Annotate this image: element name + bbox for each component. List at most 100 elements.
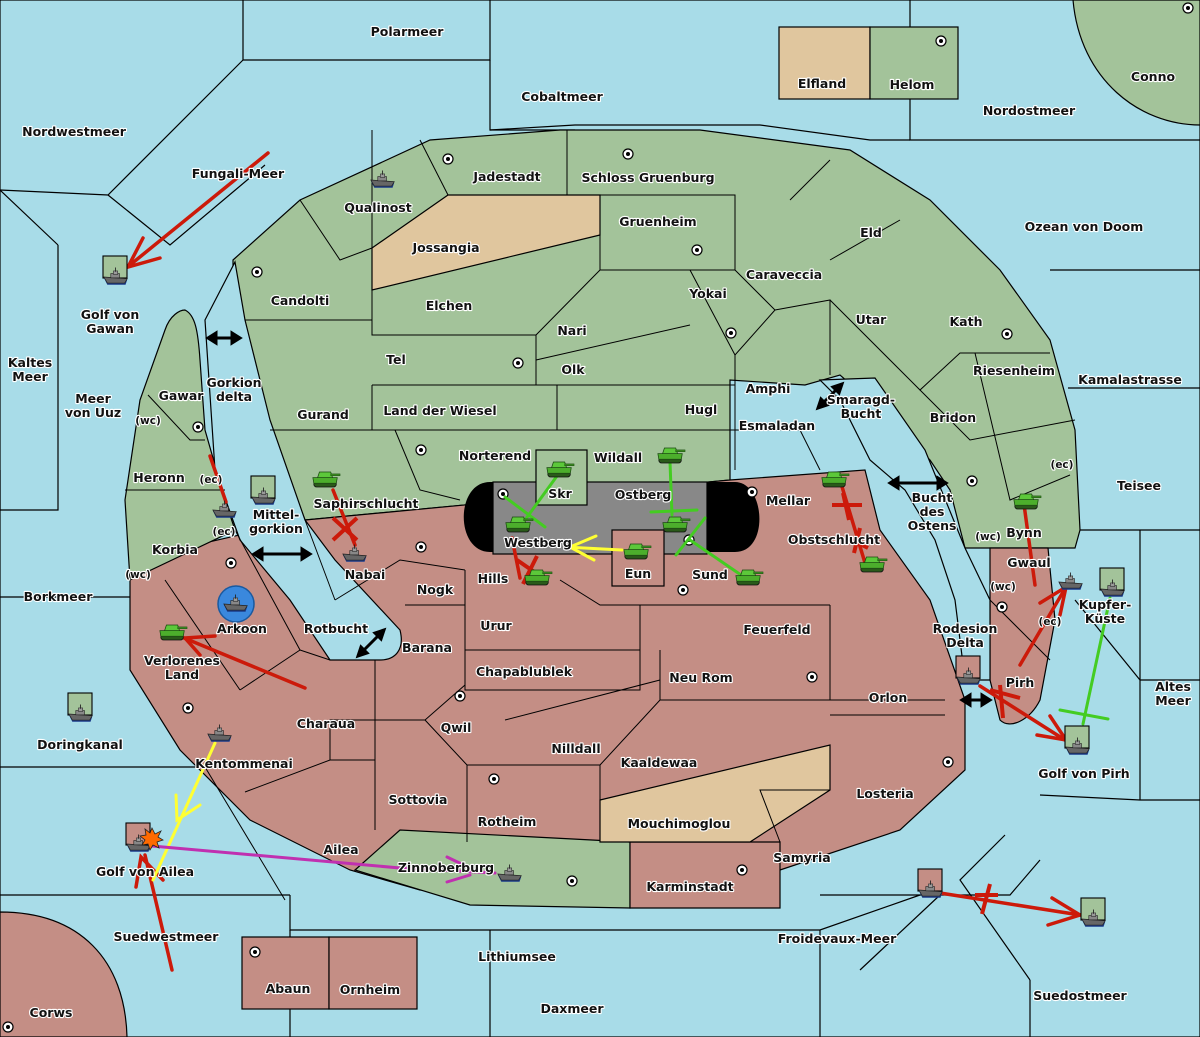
- region-label: Helom: [890, 77, 935, 92]
- supply-center-icon: [488, 773, 500, 785]
- region-label: Mellar: [766, 493, 811, 508]
- region-label: Gwaul: [1007, 555, 1050, 570]
- region-label: Ostberg: [615, 487, 672, 502]
- region-label-line: Arkoon: [217, 621, 267, 636]
- double-arrow-icon: [251, 546, 313, 562]
- region-label: Barana: [402, 640, 452, 655]
- x-mark-icon: [331, 516, 359, 542]
- region-label-line: Kaaldewaa: [621, 755, 698, 770]
- region-label-line: Karminstadt: [646, 879, 733, 894]
- order-special-line: [445, 855, 472, 870]
- supply-center-icon: [966, 475, 978, 487]
- region-label: Cobaltmeer: [521, 89, 603, 104]
- coast-tag: (wc): [135, 415, 161, 427]
- region-elfland[interactable]: [778, 26, 871, 100]
- region-label: Elfland: [798, 76, 846, 91]
- region-label-line: Tel: [386, 352, 406, 367]
- region-label: Skr: [548, 486, 572, 501]
- arrowhead: [124, 236, 162, 270]
- region-label-line: Kupfer-: [1079, 597, 1132, 612]
- region-conno[interactable]: [1072, 0, 1200, 126]
- order-move-arrow: [128, 151, 270, 267]
- region-label-line: Hugl: [685, 402, 718, 417]
- supply-center-icon: [192, 421, 204, 433]
- region-label-line: Mellar: [766, 493, 811, 508]
- region-label: Conno: [1131, 69, 1176, 84]
- region-label: Rotheim: [478, 814, 537, 829]
- region-label-line: Chapablublek: [476, 664, 573, 679]
- region-ornheim[interactable]: [328, 936, 418, 1010]
- region-label: Borkmeer: [24, 589, 94, 604]
- region-label-line: Kath: [950, 314, 983, 329]
- region-label-line: Skr: [548, 486, 572, 501]
- region-label: Daxmeer: [540, 1001, 604, 1016]
- region-label: Abaun: [266, 981, 311, 996]
- region-label-line: Fungali-Meer: [192, 166, 285, 181]
- region-label: Eld: [860, 225, 882, 240]
- region-label-line: Jossangia: [411, 240, 479, 255]
- order-special-line: [445, 873, 472, 884]
- region-label-line: Sottovia: [389, 792, 448, 807]
- region-label: Nilldall: [551, 741, 600, 756]
- region-label-line: Charaua: [297, 716, 355, 731]
- region-label-line: Küste: [1085, 611, 1125, 626]
- region-label: Bynn: [1006, 525, 1041, 540]
- region-label: Ailea: [323, 842, 358, 857]
- region-gorkion-strait[interactable]: [204, 260, 402, 661]
- region-label-line: Lithiumsee: [478, 949, 556, 964]
- x-mark-icon: [975, 883, 998, 915]
- region-karminstadt[interactable]: [629, 841, 781, 909]
- region-label-line: Candolti: [271, 293, 330, 308]
- region-label-line: des: [920, 504, 945, 519]
- region-label: Polarmeer: [371, 24, 445, 39]
- region-label: Fungali-Meer: [192, 166, 285, 181]
- arrowhead: [1046, 896, 1085, 927]
- region-label-line: Heronn: [133, 470, 185, 485]
- region-label-line: Elchen: [426, 298, 473, 313]
- region-label: Zinnoberburg: [398, 860, 494, 875]
- region-label: Obstschlucht: [788, 532, 880, 547]
- double-arrow-icon: [959, 692, 993, 708]
- region-label-line: Nilldall: [551, 741, 600, 756]
- region-label: Amphi: [746, 381, 791, 396]
- region-label-line: Zinnoberburg: [398, 860, 494, 875]
- region-label: Samyria: [773, 850, 831, 865]
- supply-center-icon: [996, 601, 1008, 613]
- region-label-line: Meer: [1155, 693, 1191, 708]
- region-skr[interactable]: [535, 449, 588, 506]
- supply-center-icon: [249, 946, 261, 958]
- supply-center-icon: [677, 584, 689, 596]
- order-convoy-line: [151, 741, 217, 882]
- region-label-line: Gawan: [86, 321, 134, 336]
- supply-center-icon: [225, 557, 237, 569]
- region-label: Olk: [561, 362, 585, 377]
- region-label: Nari: [557, 323, 586, 338]
- region-label: Esmaladan: [739, 418, 815, 433]
- region-label-line: Qwil: [441, 720, 472, 735]
- order-move-arrow: [978, 684, 1067, 742]
- supply-center-icon: [512, 357, 524, 369]
- order-lines: [124, 151, 1112, 972]
- region-label: Feuerfeld: [743, 622, 810, 637]
- supply-center-icon: [415, 444, 427, 456]
- region-label-line: Verlorenes: [144, 653, 220, 668]
- region-corws[interactable]: [0, 911, 128, 1037]
- region-label: Nordostmeer: [983, 103, 1076, 118]
- region-label-line: Land: [165, 667, 199, 682]
- failed-order-marks: [331, 492, 1021, 915]
- region-label-line: Korbia: [152, 542, 198, 557]
- region-label-line: Urur: [480, 618, 512, 633]
- region-label-line: Eun: [625, 566, 651, 581]
- region-label-line: Elfland: [798, 76, 846, 91]
- region-label-line: Ostberg: [615, 487, 672, 502]
- region-label: Golf von Ailea: [96, 864, 194, 879]
- region-label: Utar: [856, 312, 888, 327]
- region-label-line: Utar: [856, 312, 888, 327]
- region-label-line: von Uuz: [65, 405, 121, 420]
- region-label-line: Barana: [402, 640, 452, 655]
- region-label: Saphirschlucht: [314, 496, 419, 511]
